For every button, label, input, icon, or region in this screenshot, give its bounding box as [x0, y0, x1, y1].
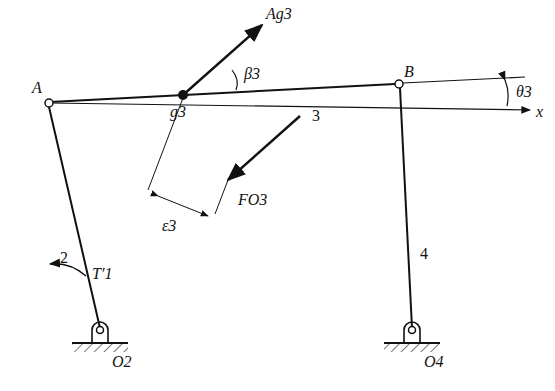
pin-joint [97, 327, 104, 334]
acceleration-vector [183, 25, 262, 95]
pin-joint [395, 80, 403, 88]
link-number: 3 [312, 108, 320, 124]
angle-arc [232, 70, 237, 90]
point-label: A [32, 80, 42, 96]
pivot-label: O4 [424, 354, 444, 370]
coupler-extension [403, 77, 525, 83]
axis-label: x [536, 104, 543, 120]
point-label: g3 [170, 104, 186, 120]
angle-arc [505, 80, 508, 106]
coupler-link [50, 84, 395, 102]
torque-arrow [50, 264, 86, 276]
ground-hatching [384, 344, 440, 352]
link-number: 2 [60, 250, 68, 266]
ground-hatching [72, 344, 128, 352]
ground-line [72, 342, 128, 344]
ground-line [384, 342, 440, 344]
rocker-link [400, 88, 412, 328]
pivot-bracket [404, 322, 420, 342]
vector-label: FO3 [238, 192, 267, 208]
dimension-label: ε3 [162, 218, 176, 234]
pivot-bracket [92, 322, 108, 342]
vector-label: Ag3 [266, 6, 292, 22]
angle-label: θ3 [516, 84, 532, 100]
angle-label: β3 [244, 66, 260, 82]
point-label: B [404, 64, 414, 80]
dimension-line [158, 196, 208, 216]
extension-line [215, 180, 228, 214]
mass-center [178, 90, 188, 100]
link-number: 4 [420, 246, 428, 262]
pin-joint [409, 327, 416, 334]
pivot-label: O2 [112, 354, 132, 370]
torque-label: T′1 [92, 266, 112, 282]
x-axis [50, 103, 530, 110]
force-vector [228, 116, 300, 180]
pin-joint [45, 99, 53, 107]
crank-link [49, 107, 100, 328]
